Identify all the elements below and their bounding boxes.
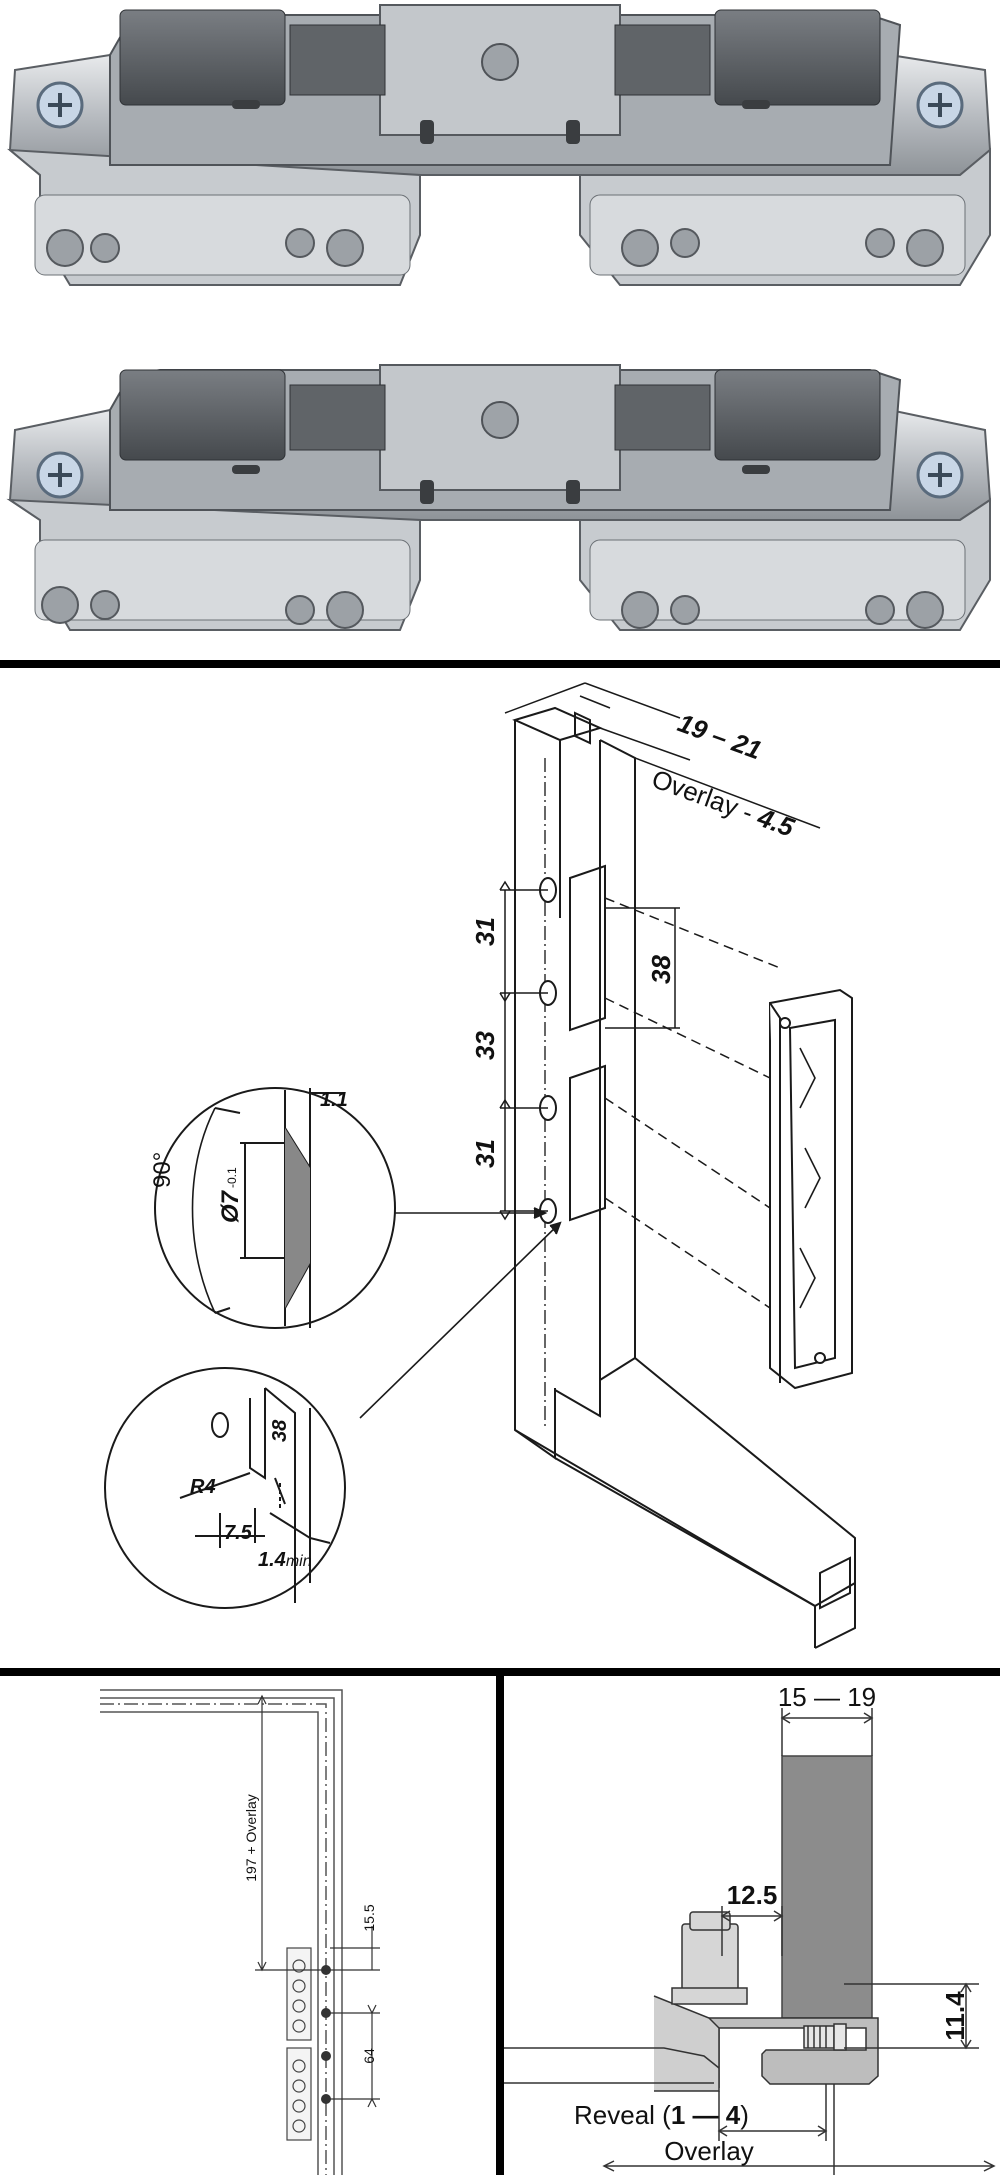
detail-circle-hole <box>154 1087 548 1329</box>
front-view-drawing: 197 + Overlay 15.5 64 <box>100 1689 380 2175</box>
dim-spacing-top: 31 <box>470 917 500 946</box>
overlay-label: Overlay <box>664 2136 754 2166</box>
frame-vertical-profile <box>514 720 601 1460</box>
mounting-plate-drawing <box>769 988 853 1390</box>
dim-small: 15.5 <box>361 1904 377 1931</box>
divider-horizontal-1 <box>0 660 1000 668</box>
dim-vertical-overlay: 197 + Overlay <box>243 1794 259 1882</box>
aluminium-profile <box>708 2017 879 2088</box>
detail-offset: 7.5 <box>224 1522 253 1544</box>
photo-panel-top <box>0 0 1000 330</box>
hinge-plate-photo-bottom <box>6 364 992 631</box>
iso-drawing-panel: 19 – 21 Overlay - 4.5 31 33 31 38 <box>0 668 1000 1668</box>
detail-radius: R4 <box>190 1476 216 1498</box>
reveal-label: Reveal (1 — 4) <box>574 2100 749 2130</box>
section-view-drawing: 15 — 19 12.5 11.4 Reveal (1 — 4) Overlay <box>504 1682 996 2175</box>
detail-tolerance: -0.1 <box>225 1167 239 1188</box>
detail-diameter: Ø7 <box>217 1189 244 1223</box>
front-view-panel: 197 + Overlay 15.5 64 <box>0 1676 496 2175</box>
detail-circle-slot <box>104 1221 562 1609</box>
detail-slot: 38 <box>269 1419 291 1442</box>
detail-depth: 1.1 <box>320 1089 348 1111</box>
detail-angle: 90° <box>149 1152 176 1188</box>
dim-spacing-mid: 33 <box>470 1031 500 1060</box>
divider-horizontal-2 <box>0 1668 1000 1676</box>
iso-drawing: 19 – 21 Overlay - 4.5 31 33 31 38 <box>104 682 856 1649</box>
dim-height: 11.4 <box>940 1991 970 2041</box>
dim-slot-length: 38 <box>646 955 676 984</box>
dim-spacing-bottom: 31 <box>470 1139 500 1168</box>
divider-vertical <box>496 1676 504 2175</box>
dim-setback: 12.5 <box>727 1880 778 1910</box>
dim-thickness: 19 – 21 <box>674 707 766 765</box>
hinge-plate-photo-top <box>7 4 992 286</box>
door-panel <box>781 1755 873 2019</box>
dim-door-thickness: 15 — 19 <box>778 1682 876 1712</box>
photo-panel-bottom <box>0 330 1000 660</box>
dim-pitch: 64 <box>361 2048 377 2064</box>
frame-horizontal-profile <box>514 1356 856 1608</box>
dim-overlay: Overlay - 4.5 <box>648 763 799 842</box>
section-view-panel: 15 — 19 12.5 11.4 Reveal (1 — 4) Overlay <box>504 1676 1000 2175</box>
detail-min-value: 1.4min <box>258 1549 312 1571</box>
